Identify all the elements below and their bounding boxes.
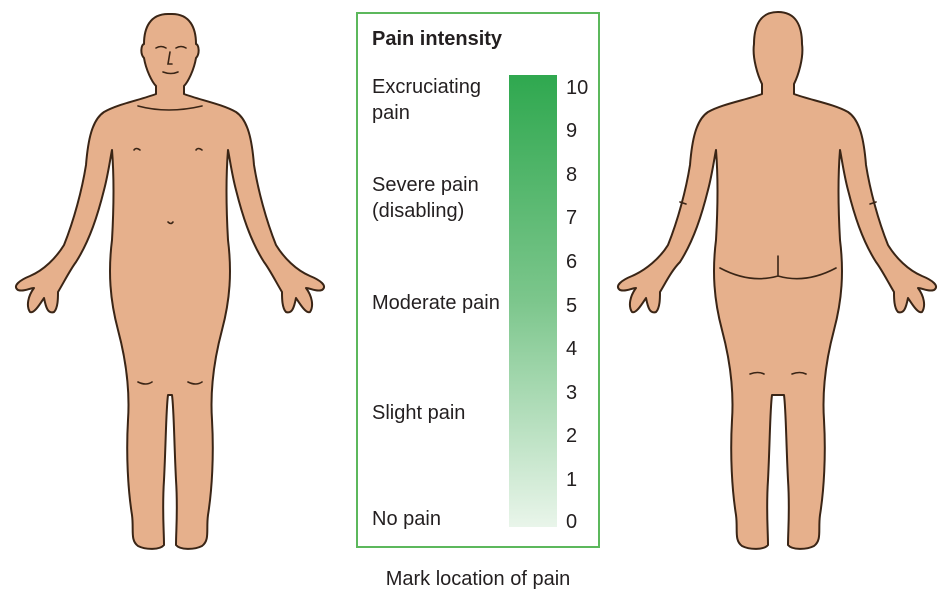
scale-number-6[interactable]: 6: [566, 252, 577, 272]
scale-number-2[interactable]: 2: [566, 426, 577, 446]
scale-number-4[interactable]: 4: [566, 339, 577, 359]
descriptor-none: No pain: [372, 506, 512, 532]
scale-number-7[interactable]: 7: [566, 208, 577, 228]
scale-number-3[interactable]: 3: [566, 383, 577, 403]
scale-number-0[interactable]: 0: [566, 512, 577, 532]
scale-number-9[interactable]: 9: [566, 121, 577, 141]
front-body-figure[interactable]: [0, 0, 345, 560]
descriptor-severe: Severe pain (disabling): [372, 172, 512, 224]
front-body-outline: [16, 14, 324, 549]
scale-number-1[interactable]: 1: [566, 470, 577, 490]
pain-scale-panel: Pain intensity Excruciating pain Severe …: [356, 12, 600, 548]
back-body-outline: [618, 12, 936, 549]
descriptor-slight: Slight pain: [372, 400, 512, 426]
pain-gradient-bar[interactable]: [509, 75, 557, 527]
scale-number-5[interactable]: 5: [566, 296, 577, 316]
caption: Mark location of pain: [0, 568, 940, 591]
descriptor-moderate: Moderate pain: [372, 290, 512, 316]
scale-number-10[interactable]: 10: [566, 78, 588, 98]
pain-scale-title: Pain intensity: [372, 28, 502, 51]
back-body-figure[interactable]: [600, 0, 940, 560]
descriptor-excruciating: Excruciating pain: [372, 74, 512, 126]
scale-number-8[interactable]: 8: [566, 165, 577, 185]
